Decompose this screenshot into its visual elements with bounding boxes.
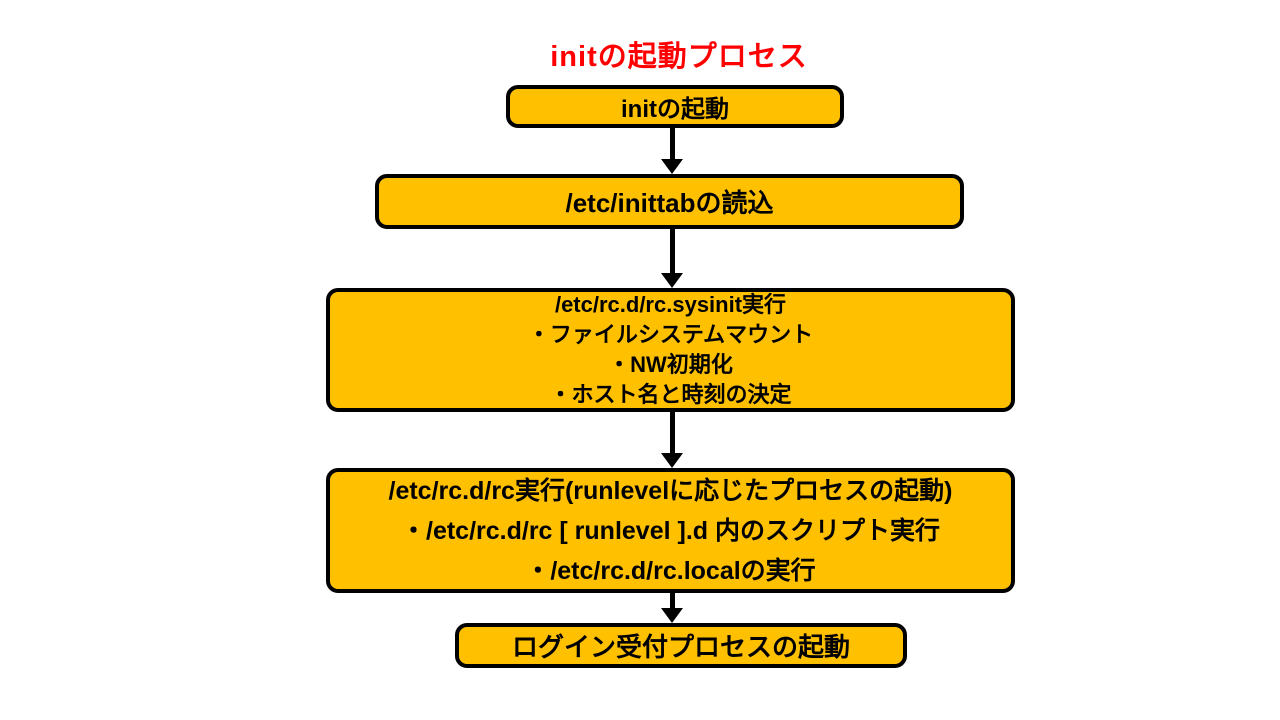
flow-node-bullet: ・ファイルシステムマウント — [527, 322, 814, 347]
flow-node-label: initの起動 — [621, 96, 729, 123]
flow-node-run-rc-sysinit: /etc/rc.d/rc.sysinit実行 ・ファイルシステムマウント ・NW… — [326, 288, 1015, 412]
arrow-head — [661, 608, 683, 623]
flow-arrow-down-icon — [661, 412, 683, 468]
arrow-shaft — [669, 412, 675, 453]
arrow-shaft — [669, 128, 675, 159]
flow-node-bullet: ・ホスト名と時刻の決定 — [549, 382, 792, 407]
flow-node-init-start: initの起動 — [506, 85, 844, 128]
arrow-head — [661, 273, 683, 288]
flow-arrow-down-icon — [661, 593, 683, 623]
flow-node-login-process-start: ログイン受付プロセスの起動 — [455, 623, 907, 668]
flow-node-bullet: ・NW初期化 — [608, 352, 733, 377]
flow-node-bullet: ・/etc/rc.d/rc.localの実行 — [525, 556, 816, 585]
flow-node-label: /etc/rc.d/rc実行(runlevelに応じたプロセスの起動) — [388, 476, 953, 505]
flow-node-label: /etc/inittabの読込 — [565, 188, 774, 218]
flow-node-run-rc: /etc/rc.d/rc実行(runlevelに応じたプロセスの起動) ・/et… — [326, 468, 1015, 593]
flow-node-read-inittab: /etc/inittabの読込 — [375, 174, 964, 229]
flow-node-bullet: ・/etc/rc.d/rc [ runlevel ].d 内のスクリプト実行 — [401, 516, 940, 545]
page-title: initの起動プロセス — [550, 41, 808, 73]
arrow-shaft — [669, 593, 675, 608]
arrow-head — [661, 159, 683, 174]
arrow-head — [661, 453, 683, 468]
arrow-shaft — [669, 229, 675, 273]
flow-arrow-down-icon — [661, 128, 683, 174]
flow-arrow-down-icon — [661, 229, 683, 288]
flow-node-label: ログイン受付プロセスの起動 — [511, 632, 850, 662]
flow-node-label: /etc/rc.d/rc.sysinit実行 — [554, 292, 787, 317]
